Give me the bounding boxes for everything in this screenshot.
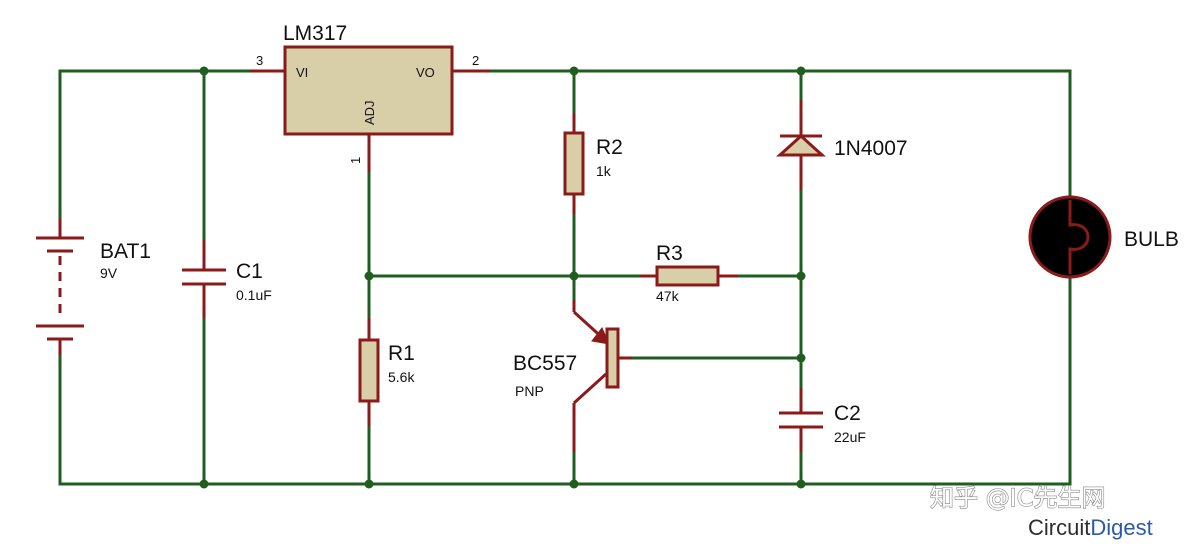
junctions	[199, 66, 806, 489]
regulator-lm317: LM317 VI VO ADJ 3 2 1	[250, 22, 490, 172]
c2-value: 22uF	[834, 429, 866, 445]
regulator-body	[283, 45, 454, 136]
r1-value: 5.6k	[388, 369, 415, 385]
c1-value: 0.1uF	[236, 287, 272, 303]
logo-circuit: Circuit	[1028, 515, 1090, 540]
junction-dot	[796, 66, 806, 76]
junction-dot	[364, 479, 374, 489]
capacitor-c2: C2 22uF	[779, 388, 866, 452]
junction-dot	[796, 479, 806, 489]
bulb-globe	[1028, 195, 1112, 279]
junction-dot	[569, 479, 579, 489]
transistor-collector-arm	[572, 372, 608, 405]
diode-1n4007: 1N4007	[776, 100, 908, 190]
transistor-type: PNP	[515, 383, 544, 399]
junction-dot	[364, 271, 374, 281]
bulb-filament	[1068, 200, 1090, 274]
junction-dot	[796, 353, 806, 363]
resistor-r3: R3 47k	[640, 242, 738, 304]
c1-name: C1	[236, 260, 263, 283]
junction-dot	[796, 271, 806, 281]
battery-value: 9V	[100, 265, 118, 281]
junction-dot	[199, 66, 209, 76]
r3-body	[655, 265, 720, 287]
diode-name: 1N4007	[834, 137, 908, 160]
logo-digest: Digest	[1090, 515, 1152, 540]
zhihu-watermark: 知乎 @IC先生网	[930, 484, 1105, 512]
resistor-r2: R2 1k	[563, 113, 623, 214]
regulator-pin-number-adj: 1	[348, 157, 363, 164]
transistor-bc557: BC557 PNP	[513, 300, 632, 452]
r2-value: 1k	[596, 163, 612, 179]
capacitor-c1: C1 0.1uF	[182, 240, 272, 318]
bulb: BULB	[1028, 195, 1179, 279]
bulb-name: BULB	[1124, 228, 1179, 251]
diode-triangle	[776, 133, 826, 157]
regulator-name: LM317	[283, 22, 347, 45]
r2-body	[563, 131, 585, 196]
r1-body	[358, 338, 380, 403]
circuitdigest-logo: CircuitDigest	[1028, 515, 1153, 540]
regulator-pin-number-out: 2	[472, 53, 479, 68]
junction-dot	[569, 66, 579, 76]
wire-top-right	[488, 69, 1072, 197]
c2-name: C2	[834, 402, 861, 425]
regulator-pin-adj-label: ADJ	[362, 100, 377, 125]
battery-name: BAT1	[100, 240, 151, 263]
regulator-pin-number-in: 3	[256, 53, 263, 68]
r2-name: R2	[596, 136, 623, 159]
junction-dot	[199, 479, 209, 489]
regulator-pin-vo-label: VO	[416, 65, 435, 80]
regulator-pin-vi-label: VI	[296, 65, 308, 80]
resistor-r1: R1 5.6k	[358, 318, 415, 426]
wire-top-left	[58, 69, 252, 221]
transistor-base-bar	[605, 327, 620, 389]
watermarks: 知乎 @IC先生网 CircuitDigest	[929, 483, 1153, 540]
r1-name: R1	[388, 342, 415, 365]
r3-value: 47k	[656, 288, 680, 304]
wire-bottom	[58, 276, 1072, 486]
r3-name: R3	[656, 242, 683, 265]
junction-dot	[569, 271, 579, 281]
battery-bat1: BAT1 9V	[36, 219, 151, 355]
transistor-name: BC557	[513, 352, 577, 375]
